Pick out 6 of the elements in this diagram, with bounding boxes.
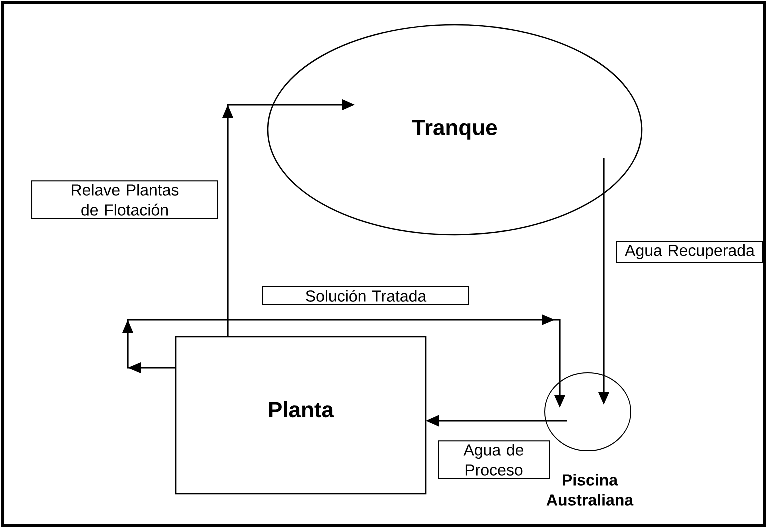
process-box: Planta [175,336,427,495]
edge-label: Relave Plantas de Flotación [32,180,218,220]
edge-label: Solución Tratada [262,286,470,306]
ellipse-node: Tranque [267,24,643,236]
edge-label: Agua de Proceso [438,440,550,480]
edge-label: Agua Recuperada [616,241,764,263]
